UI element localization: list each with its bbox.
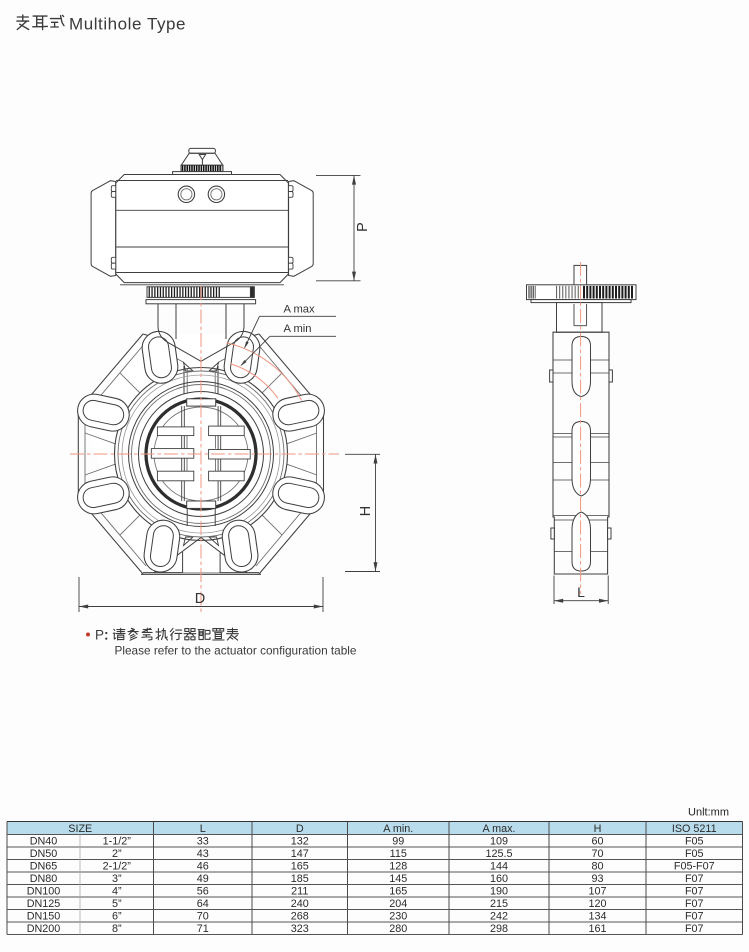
svg-text:D: D: [296, 823, 304, 835]
svg-text:70: 70: [591, 848, 603, 860]
svg-text:DN125: DN125: [27, 898, 61, 910]
svg-text:190: 190: [490, 885, 508, 897]
svg-text:DN150: DN150: [27, 910, 61, 922]
svg-text:211: 211: [291, 885, 308, 897]
svg-text:120: 120: [588, 898, 606, 910]
svg-text:132: 132: [291, 835, 309, 847]
svg-text:144: 144: [490, 860, 508, 872]
svg-text:160: 160: [490, 873, 508, 885]
svg-text:147: 147: [291, 848, 309, 860]
svg-text:165: 165: [291, 860, 309, 872]
svg-text:H: H: [358, 506, 374, 516]
svg-text:ISO 5211: ISO 5211: [672, 823, 717, 835]
svg-text:A min: A min: [284, 323, 312, 335]
svg-text:107: 107: [588, 885, 606, 897]
svg-text:DN50: DN50: [30, 848, 58, 860]
svg-text:185: 185: [291, 873, 309, 885]
svg-text:DN65: DN65: [30, 860, 58, 872]
svg-text:56: 56: [197, 885, 209, 897]
svg-text:80: 80: [591, 860, 603, 872]
svg-text:3”: 3”: [112, 873, 122, 885]
svg-text:P: P: [355, 222, 371, 232]
svg-text:215: 215: [490, 898, 508, 910]
svg-text:F07: F07: [685, 873, 704, 885]
svg-text:5”: 5”: [112, 898, 122, 910]
svg-text:A max.: A max.: [482, 823, 515, 835]
svg-text:L: L: [577, 584, 585, 600]
svg-text:99: 99: [392, 835, 404, 847]
svg-text:L: L: [200, 823, 206, 835]
svg-text:204: 204: [389, 898, 407, 910]
svg-text:46: 46: [197, 860, 209, 872]
svg-text:6”: 6”: [112, 910, 122, 922]
svg-text:128: 128: [389, 860, 407, 872]
svg-text:49: 49: [197, 873, 209, 885]
svg-text:F07: F07: [685, 885, 704, 897]
svg-text:70: 70: [197, 910, 209, 922]
svg-text:H: H: [594, 823, 602, 835]
svg-text:8”: 8”: [112, 923, 122, 935]
svg-text:161: 161: [588, 923, 606, 935]
svg-text:F05-F07: F05-F07: [674, 860, 715, 872]
svg-text:DN200: DN200: [27, 923, 61, 935]
svg-text:64: 64: [197, 898, 209, 910]
svg-text:298: 298: [490, 923, 508, 935]
svg-text:242: 242: [490, 910, 508, 922]
svg-text:323: 323: [291, 923, 309, 935]
svg-text:2-1/2”: 2-1/2”: [103, 860, 132, 872]
svg-text:F07: F07: [685, 923, 704, 935]
svg-text:33: 33: [197, 835, 209, 847]
svg-text:134: 134: [588, 910, 606, 922]
svg-text:F05: F05: [685, 848, 704, 860]
svg-text:D: D: [195, 591, 205, 607]
svg-text:P: P: [95, 628, 104, 643]
svg-text:4”: 4”: [112, 885, 122, 897]
svg-text:165: 165: [389, 885, 407, 897]
svg-text:240: 240: [291, 898, 309, 910]
svg-text:115: 115: [390, 848, 407, 860]
svg-text:F05: F05: [685, 835, 704, 847]
svg-text:DN100: DN100: [27, 885, 61, 897]
svg-text:Multihole Type: Multihole Type: [69, 15, 186, 34]
svg-text:SIZE: SIZE: [68, 823, 92, 835]
svg-text:F07: F07: [685, 898, 704, 910]
svg-text:268: 268: [291, 910, 309, 922]
svg-text:F07: F07: [685, 910, 704, 922]
svg-text:2”: 2”: [112, 848, 122, 860]
svg-text:109: 109: [490, 835, 508, 847]
svg-text:A max: A max: [284, 304, 315, 316]
svg-text:DN40: DN40: [30, 835, 58, 847]
svg-text:A min.: A min.: [383, 823, 413, 835]
svg-text:Unlt:mm: Unlt:mm: [688, 807, 729, 819]
svg-text:145: 145: [389, 873, 407, 885]
svg-text:DN80: DN80: [30, 873, 58, 885]
svg-text:60: 60: [591, 835, 603, 847]
svg-text:43: 43: [197, 848, 209, 860]
svg-text:Please refer to the actuator c: Please refer to the actuator configurati…: [115, 644, 357, 658]
svg-text:280: 280: [389, 923, 407, 935]
svg-text:125.5: 125.5: [485, 848, 512, 860]
svg-text:1-1/2”: 1-1/2”: [103, 835, 132, 847]
svg-text:93: 93: [591, 873, 603, 885]
svg-text:71: 71: [197, 923, 209, 935]
svg-text:230: 230: [389, 910, 407, 922]
